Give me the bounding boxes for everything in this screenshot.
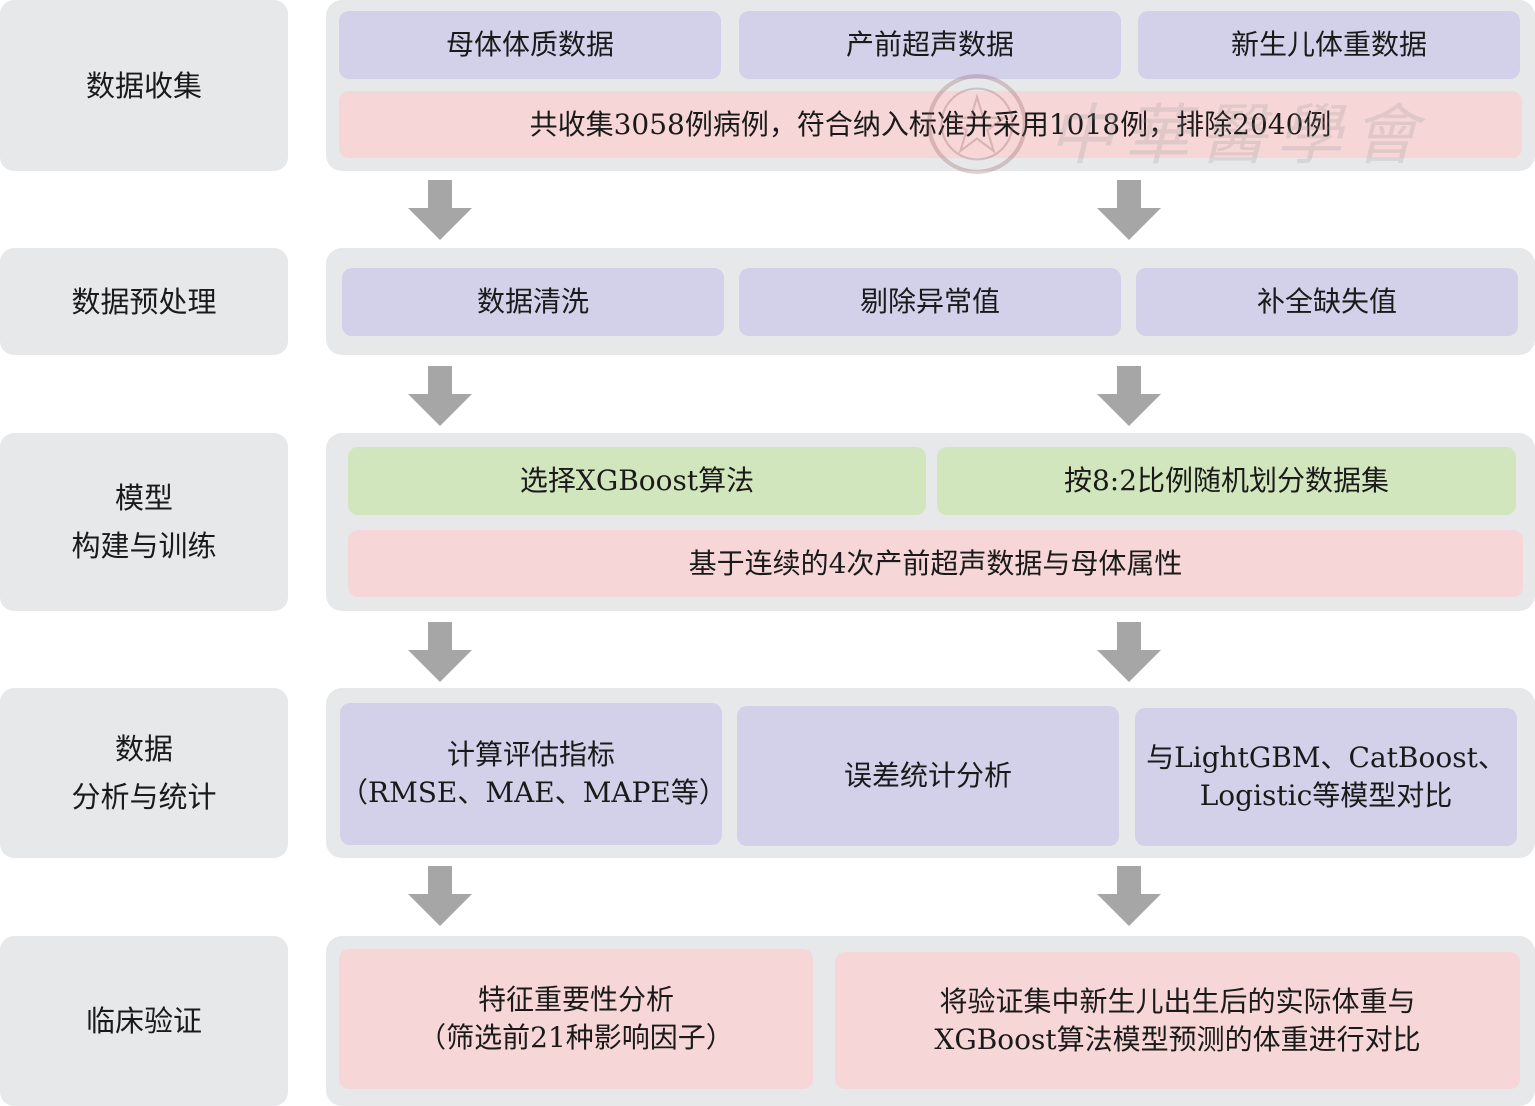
box-text-line1: 计算评估指标: [446, 738, 615, 771]
down-arrow-icon: [408, 366, 472, 426]
stage-label-line1: 数据: [114, 732, 173, 766]
box-data-cleaning: 数据清洗: [342, 268, 724, 336]
box-weight-validation: 将验证集中新生儿出生后的实际体重与 XGBoost算法模型预测的体重进行对比: [835, 952, 1520, 1089]
watermark-text: 中華醫學會: [1048, 97, 1428, 174]
box-text: 选择XGBoost算法: [519, 464, 755, 497]
stage-label-line2: 分析与统计: [71, 780, 217, 814]
box-text-line2: Logistic等模型对比: [1199, 779, 1453, 812]
stage-label-text: 数据收集: [85, 68, 202, 103]
down-arrow-icon: [1097, 866, 1161, 926]
box-case-summary: 共收集3058例病例，符合纳入标准并采用1018例，排除2040例: [339, 91, 1522, 158]
stage-label-line2: 构建与训练: [71, 529, 217, 563]
down-arrow-icon: [1097, 622, 1161, 682]
box-text: 共收集3058例病例，符合纳入标准并采用1018例，排除2040例: [529, 107, 1332, 141]
seal-icon: [927, 74, 1027, 174]
stage-label-model-training: 模型 构建与训练: [0, 433, 288, 611]
box-text-line1: 与LightGBM、CatBoost、: [1146, 741, 1506, 774]
box-maternal-data: 母体体质数据: [339, 11, 721, 79]
box-ultrasound-data: 产前超声数据: [739, 11, 1121, 79]
box-text: 数据清洗: [476, 285, 589, 318]
down-arrow-icon: [408, 866, 472, 926]
box-model-comparison: 与LightGBM、CatBoost、 Logistic等模型对比: [1135, 708, 1517, 846]
box-split-dataset: 按8:2比例随机划分数据集: [937, 447, 1516, 515]
down-arrow-icon: [1097, 366, 1161, 426]
box-select-xgboost: 选择XGBoost算法: [348, 447, 926, 515]
box-newborn-weight-data: 新生儿体重数据: [1138, 11, 1520, 79]
stage-label-text: 数据预处理: [71, 284, 217, 319]
box-text: 误差统计分析: [843, 759, 1012, 792]
stage-label-data-collection: 数据收集: [0, 0, 288, 171]
stage-label-preprocessing: 数据预处理: [0, 248, 288, 355]
panel-model-training: 选择XGBoost算法 按8:2比例随机划分数据集 基于连续的4次产前超声数据与…: [326, 433, 1535, 611]
down-arrow-icon: [408, 180, 472, 240]
stage-label-text: 临床验证: [85, 1004, 202, 1038]
box-text-line1: 特征重要性分析: [477, 983, 674, 1016]
box-text-line2: （筛选前21种影响因子）: [418, 1021, 734, 1054]
down-arrow-icon: [1097, 180, 1161, 240]
box-text: 母体体质数据: [445, 28, 614, 61]
panel-data-collection: 母体体质数据 产前超声数据 新生儿体重数据 共收集3058例病例，符合纳入标准并…: [326, 0, 1535, 171]
box-text-line2: （RMSE、MAE、MAPE等）: [340, 776, 727, 809]
box-text-line2: XGBoost算法模型预测的体重进行对比: [934, 1022, 1421, 1056]
box-error-analysis: 误差统计分析: [737, 706, 1119, 846]
box-feature-importance: 特征重要性分析 （筛选前21种影响因子）: [339, 949, 813, 1089]
box-text: 剔除异常值: [859, 285, 1000, 318]
box-evaluation-metrics: 计算评估指标 （RMSE、MAE、MAPE等）: [340, 703, 727, 845]
box-text: 新生儿体重数据: [1230, 28, 1427, 61]
box-remove-outliers: 剔除异常值: [739, 268, 1121, 336]
stage-label-line1: 模型: [114, 481, 173, 515]
box-text: 补全缺失值: [1256, 285, 1397, 318]
box-text: 基于连续的4次产前超声数据与母体属性: [688, 546, 1183, 580]
down-arrow-icon: [408, 622, 472, 682]
box-text: 按8:2比例随机划分数据集: [1063, 464, 1390, 497]
panel-analysis: 计算评估指标 （RMSE、MAE、MAPE等） 误差统计分析 与LightGBM…: [326, 688, 1535, 858]
box-text-line1: 将验证集中新生儿出生后的实际体重与: [939, 984, 1416, 1018]
stage-label-analysis: 数据 分析与统计: [0, 688, 288, 858]
box-model-basis: 基于连续的4次产前超声数据与母体属性: [348, 530, 1523, 597]
panel-clinical-validation: 特征重要性分析 （筛选前21种影响因子） 将验证集中新生儿出生后的实际体重与 X…: [326, 936, 1535, 1106]
box-text: 产前超声数据: [845, 28, 1014, 61]
stage-label-clinical-validation: 临床验证: [0, 936, 288, 1106]
panel-preprocessing: 数据清洗 剔除异常值 补全缺失值: [326, 248, 1535, 355]
box-impute-missing: 补全缺失值: [1136, 268, 1518, 336]
